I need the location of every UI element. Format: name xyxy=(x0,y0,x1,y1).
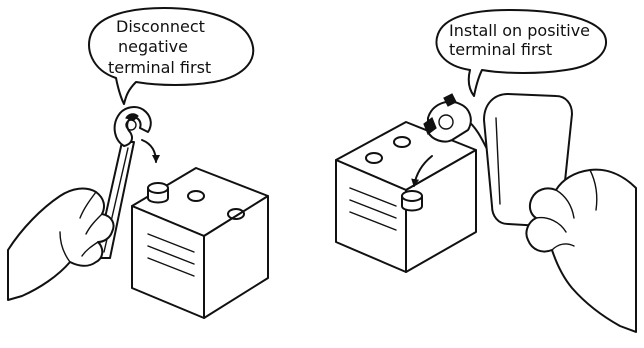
wrench-jaw xyxy=(115,107,151,146)
right-bubble-line-1: Install on positive xyxy=(449,21,590,40)
left-bubble-line-2: negative xyxy=(118,37,188,56)
left-negative-terminal-top xyxy=(148,183,168,193)
left-battery-icon xyxy=(132,168,268,318)
left-bubble-line-1: Disconnect xyxy=(116,17,205,36)
left-hand-icon xyxy=(8,189,114,300)
right-positive-terminal-top xyxy=(402,191,422,201)
right-hand-icon xyxy=(526,170,636,332)
right-hand-outline xyxy=(526,170,636,332)
right-panel: Install on positive terminal first xyxy=(336,10,636,332)
left-speech-bubble: Disconnect negative terminal first xyxy=(89,8,253,104)
right-battery-icon xyxy=(336,122,476,272)
right-speech-bubble: Install on positive terminal first xyxy=(436,10,606,96)
left-bubble-line-3: terminal first xyxy=(108,58,211,77)
left-panel: Disconnect negative terminal first xyxy=(8,8,268,318)
right-bubble-line-2: terminal first xyxy=(449,40,552,59)
clamp-body xyxy=(428,102,471,142)
left-disconnect-arrow xyxy=(142,140,156,162)
